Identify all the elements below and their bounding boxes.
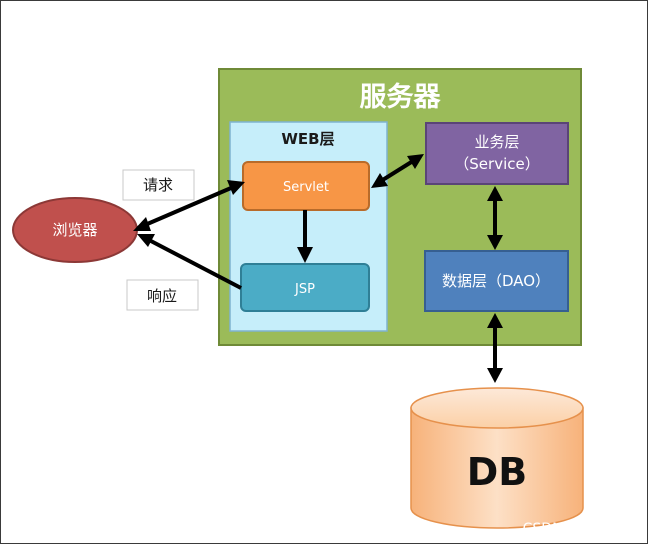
request-arrow <box>133 180 245 231</box>
arrows <box>133 154 503 383</box>
service-label-line1: 业务层 <box>474 133 519 151</box>
request-label: 请求 <box>143 176 173 194</box>
browser-label: 浏览器 <box>52 221 97 239</box>
servlet-service-arrow <box>371 154 424 188</box>
service-dao-arrow <box>487 186 503 250</box>
service-label-line2: （Service） <box>454 155 539 173</box>
response-arrow <box>137 234 242 290</box>
response-label: 响应 <box>147 287 177 305</box>
response-note: 响应 <box>126 279 199 311</box>
database-node: DB <box>410 387 584 529</box>
server-title: 服务器 <box>360 82 442 113</box>
watermark: CSDN @神仙别闹 <box>523 521 637 537</box>
request-note: 请求 <box>122 169 195 201</box>
service-node: 业务层 （Service） <box>425 122 569 185</box>
dao-node: 数据层（DAO） <box>424 250 569 312</box>
servlet-label: Servlet <box>283 180 329 195</box>
jsp-label: JSP <box>294 282 315 297</box>
browser-node: 浏览器 <box>12 197 138 263</box>
db-label: DB <box>467 450 528 494</box>
dao-db-arrow <box>487 313 503 383</box>
servlet-to-jsp-arrow <box>297 210 313 263</box>
dao-label: 数据层（DAO） <box>442 272 550 290</box>
web-layer-title: WEB层 <box>281 130 334 148</box>
jsp-node: JSP <box>240 263 370 312</box>
servlet-node: Servlet <box>242 161 370 211</box>
